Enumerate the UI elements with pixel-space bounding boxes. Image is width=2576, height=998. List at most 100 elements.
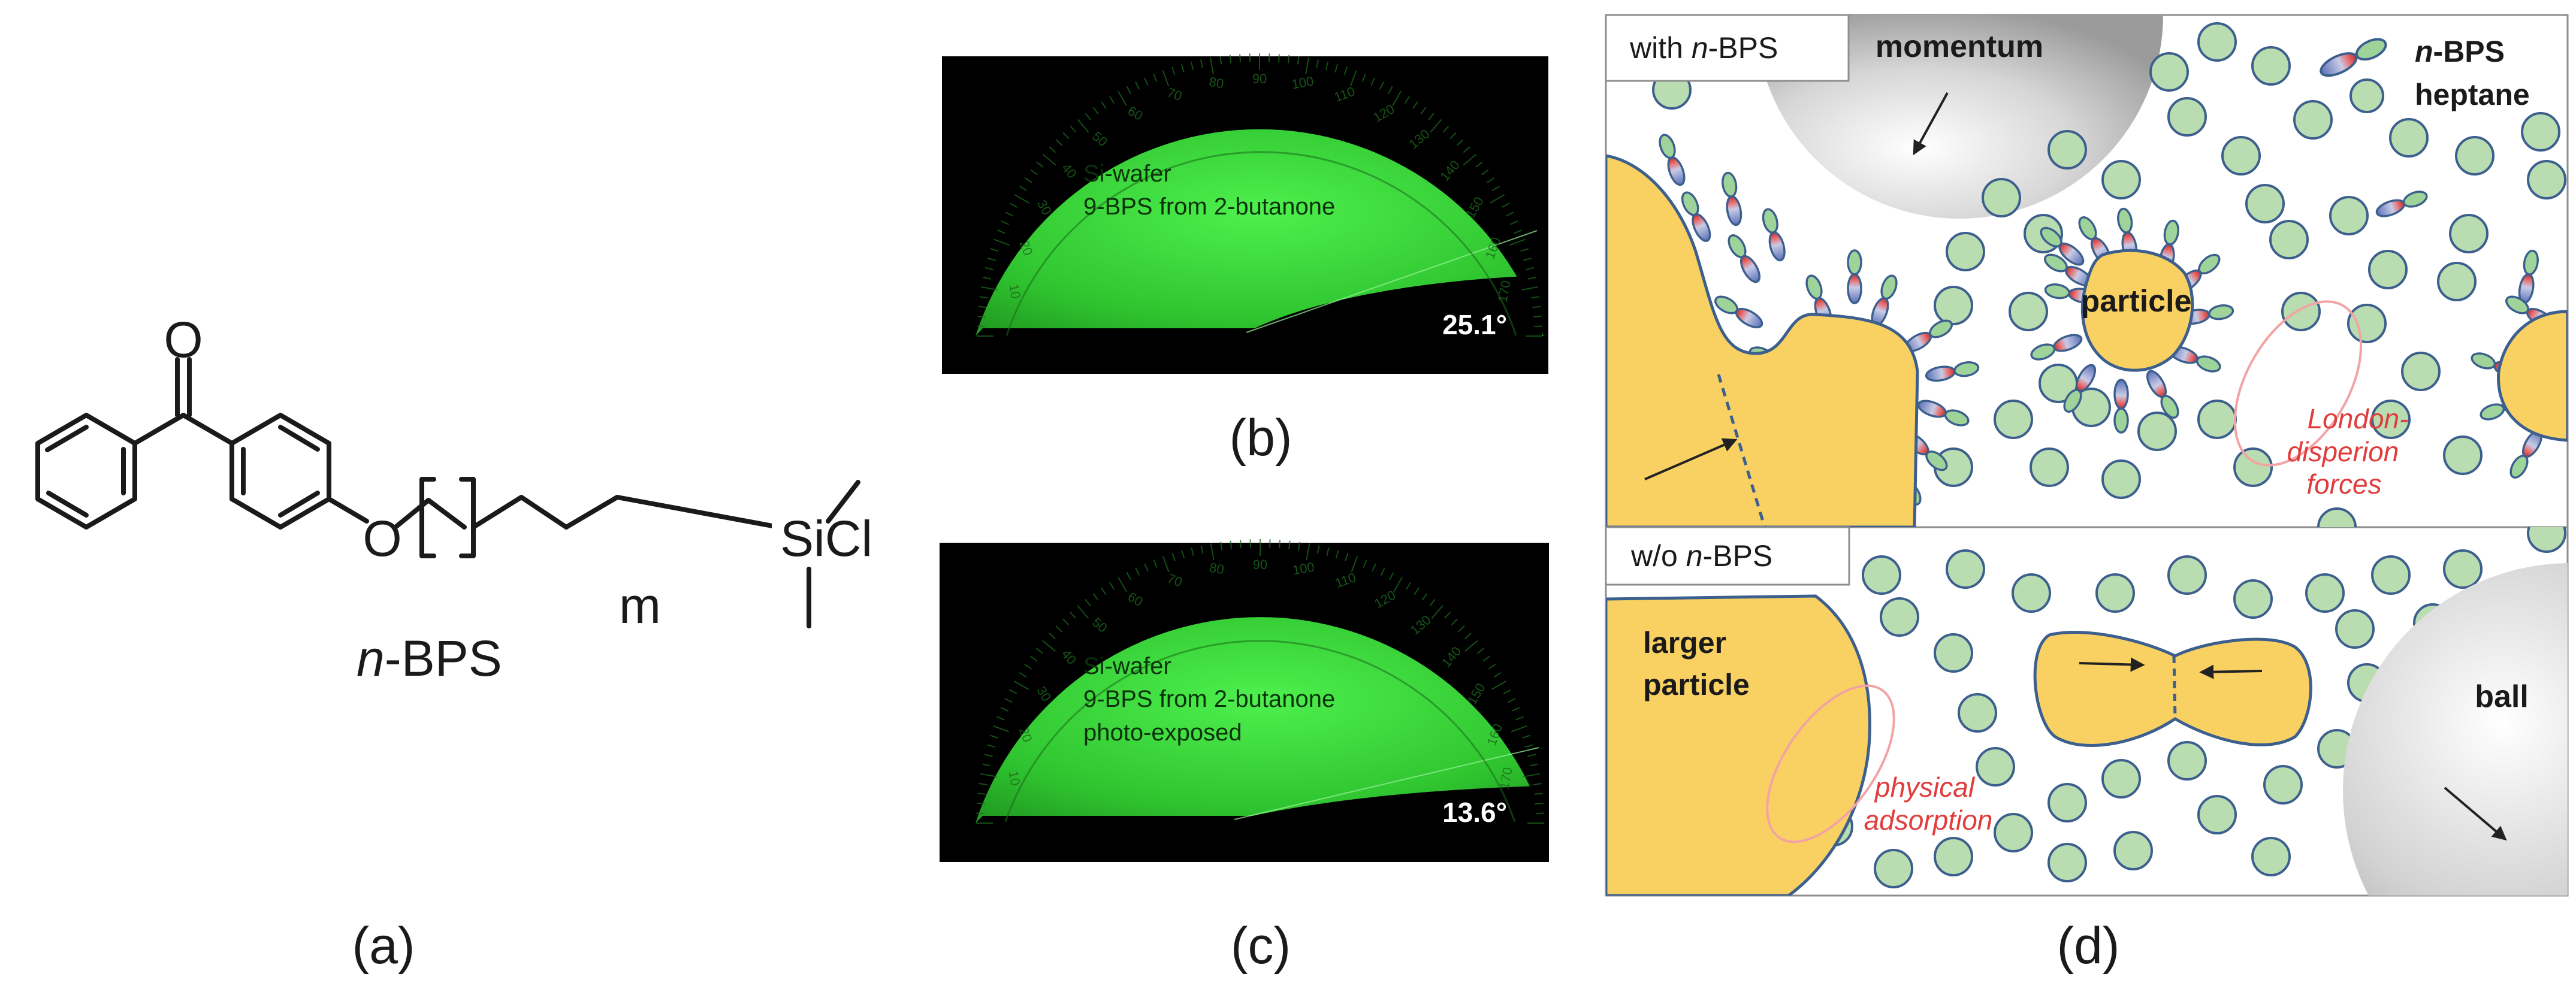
heptane-molecule — [2167, 555, 2207, 595]
scale-tick — [1109, 582, 1115, 590]
scale-tick — [1019, 186, 1028, 192]
scale-tick — [979, 783, 987, 785]
larger-particle-label-2: particle — [1643, 668, 1750, 701]
bps-molecule — [2146, 370, 2179, 419]
adsorption-outline — [1766, 684, 1895, 843]
legend: n-BPS heptane — [2320, 35, 2530, 113]
scale-tick — [1515, 716, 1524, 721]
heptane-molecule — [2251, 837, 2291, 876]
compound-name: n-BPS — [357, 630, 502, 686]
heptane-molecule — [2371, 400, 2411, 439]
scale-tick — [1529, 763, 1538, 767]
scale-tick — [1412, 101, 1418, 109]
scale-tick — [987, 744, 996, 748]
scale-tick — [1144, 563, 1149, 572]
scale-tick — [987, 257, 996, 261]
scale-tick — [1297, 56, 1300, 65]
scale-tick — [1009, 689, 1017, 694]
scale-tick — [1004, 698, 1013, 703]
scale-tick — [1126, 572, 1131, 580]
scale-tick — [1118, 577, 1127, 592]
legend-heptane-icon — [2349, 78, 2384, 113]
heptane-molecule — [2521, 112, 2560, 152]
scale-tick — [1335, 550, 1339, 559]
scale-tick — [1135, 567, 1140, 576]
scale-tick — [1429, 598, 1436, 607]
photo-b-protractor — [976, 129, 1544, 336]
heptane-molecule — [1976, 747, 2015, 787]
scale-tick — [1101, 587, 1107, 595]
heptane-molecule — [2030, 447, 2069, 487]
photo-c-droplet — [976, 786, 1545, 823]
london-label-1: London- — [2308, 403, 2409, 434]
heptane-molecule — [2233, 447, 2273, 487]
panel-d: with n-BPS momentum n-BPS heptane partic… — [1605, 14, 2569, 897]
scale-tick — [1085, 598, 1091, 607]
scale-tick — [1287, 55, 1290, 63]
scale-tick — [1220, 542, 1222, 551]
heptane-molecule — [1994, 813, 2033, 852]
scale-tick — [1456, 139, 1464, 146]
tab-with-bps-label: with n-BPS — [1629, 31, 1778, 65]
legend-bps-icon — [2320, 38, 2387, 77]
heptane-molecule — [2317, 507, 2357, 527]
scale-tick — [1092, 592, 1099, 601]
bond-carbonyl-ring — [181, 413, 234, 446]
scale-tick — [1380, 567, 1385, 576]
scale-tick — [1219, 56, 1222, 65]
panel-d-top — [1606, 15, 2568, 527]
scale-tick — [1431, 605, 1443, 619]
photo-b-line1: Si-wafer — [1083, 161, 1171, 187]
scale-tick — [1210, 543, 1215, 560]
scale-tick — [1334, 64, 1339, 73]
repeat-bracket-right — [459, 477, 476, 558]
scale-tick — [1062, 618, 1070, 625]
scale-tick — [1361, 73, 1366, 82]
bond-chain-si — [615, 495, 781, 530]
heptane-molecule — [2455, 136, 2495, 176]
scale-tick — [1326, 547, 1330, 556]
scale-label: 80 — [1208, 74, 1225, 92]
scale-tick — [1506, 211, 1514, 217]
london-label-2: disperion — [2287, 436, 2399, 467]
bps-molecule — [1904, 319, 1953, 353]
scale-tick — [1171, 552, 1176, 561]
scale-tick — [1463, 146, 1470, 153]
heptane-molecule — [1946, 549, 1985, 589]
scale-tick — [1522, 734, 1531, 739]
scale-tick — [1109, 96, 1115, 104]
bps-molecule — [1681, 191, 1711, 242]
scale-tick — [1000, 707, 1009, 712]
larger-particle-label-1: larger — [1643, 626, 1726, 660]
bps-molecule — [2063, 364, 2097, 413]
panel-a-structure — [35, 357, 860, 628]
heptane-molecule — [2101, 459, 2141, 499]
london-label-3: forces — [2306, 468, 2381, 500]
scale-tick — [1325, 61, 1329, 70]
scale-tick — [993, 725, 1010, 733]
heptane-molecule — [2047, 783, 2087, 822]
scale-tick — [1533, 316, 1542, 318]
scale-tick — [1019, 672, 1027, 678]
scale-tick — [1229, 55, 1232, 63]
scale-tick — [1428, 113, 1435, 120]
heptane-molecules-top — [1634, 16, 2566, 527]
scale-tick — [1345, 552, 1349, 561]
particle-large-top — [1606, 154, 1919, 527]
scale-tick — [1503, 689, 1511, 694]
scale-tick — [1343, 66, 1348, 75]
scale-tick — [993, 238, 1010, 246]
scale-tick — [985, 267, 993, 271]
bps-molecule — [2509, 430, 2543, 479]
scale-tick — [1520, 248, 1529, 252]
bps-molecule — [2518, 249, 2539, 304]
scale-tick — [1482, 655, 1491, 662]
physical-label-2: adsorption — [1864, 805, 1993, 836]
scale-tick — [1514, 229, 1523, 234]
scale-tick — [1490, 194, 1505, 204]
scale-tick — [1001, 220, 1010, 225]
scale-tick — [1388, 86, 1393, 95]
photo-b-line2: 9-BPS from 2-butanone — [1083, 193, 1335, 220]
scale-tick — [1153, 73, 1158, 82]
